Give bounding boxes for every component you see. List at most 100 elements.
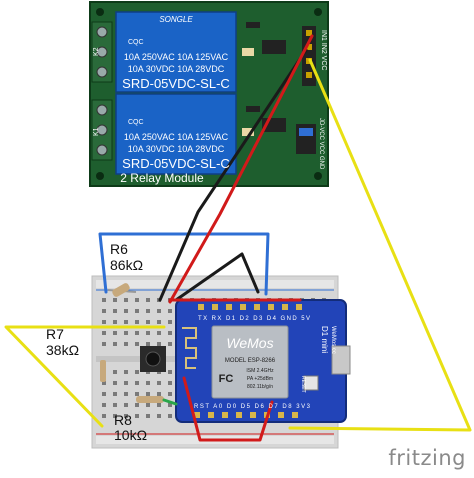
resistor-r7 (100, 360, 106, 382)
wires (4, 34, 472, 442)
breadboard-hole (124, 370, 128, 374)
wemos-module-spec3: 802.11b/g/n (247, 384, 273, 390)
wemos-pin[interactable] (278, 412, 284, 418)
breadboard-hole (135, 403, 139, 407)
breadboard-hole (124, 342, 128, 346)
breadboard-hole (124, 403, 128, 407)
wemos-module-spec1: ISM 2.4GHz (246, 368, 274, 374)
r8-name-label: R8 (114, 412, 132, 428)
breadboard-hole (146, 331, 150, 335)
breadboard-hole (146, 392, 150, 396)
breadboard-hole (135, 370, 139, 374)
breadboard-hole (157, 331, 161, 335)
wire-green-short (162, 398, 178, 406)
r7-value-label: 38kΩ (46, 342, 80, 358)
wire-black-gnd (158, 48, 308, 302)
breadboard-hole (102, 320, 106, 324)
breadboard-hole (124, 320, 128, 324)
transistor (242, 48, 254, 56)
breadboard-hole (146, 298, 150, 302)
breadboard-hole (102, 403, 106, 407)
wire-red-signal (168, 34, 314, 304)
push-button[interactable] (140, 346, 166, 372)
breadboard-hole (124, 414, 128, 418)
relay-model: SRD-05VDC-SL-C (122, 76, 230, 91)
relay-jumper-pins-label: JD-VCC VCC GND (318, 118, 324, 170)
optocoupler (262, 40, 286, 54)
screw-terminal-k2 (91, 21, 113, 83)
wemos-pin[interactable] (212, 304, 218, 310)
resistor-r6 (107, 283, 137, 297)
breadboard-hole (113, 403, 117, 407)
wire-yellow-vcc (288, 58, 472, 432)
breadboard-hole (113, 331, 117, 335)
fritzing-watermark: fritzing (388, 446, 466, 470)
r7-name-label: R7 (46, 326, 64, 342)
wemos-bottom-pins-label: RST A0 D0 D5 D6 D7 D8 3V3 (194, 404, 311, 410)
relay-k1 (115, 93, 237, 175)
breadboard-hole (168, 309, 172, 313)
r8-value-label: 10kΩ (114, 427, 148, 443)
wemos-module-model: MODEL ESP-8266 (225, 358, 276, 364)
wemos-pin[interactable] (208, 412, 214, 418)
breadboard-hole (113, 381, 117, 385)
breadboard-hole (146, 414, 150, 418)
breadboard-hole (113, 414, 117, 418)
diode (246, 106, 260, 112)
wemos-pin[interactable] (226, 304, 232, 310)
breadboard-hole (157, 320, 161, 324)
breadboard-hole (113, 309, 117, 313)
breadboard-hole (124, 381, 128, 385)
wemos-pin[interactable] (236, 412, 242, 418)
wire-black-loop (174, 252, 260, 302)
wemos-pin[interactable] (296, 304, 302, 310)
breadboard-hole (124, 392, 128, 396)
relay-ratings-line2: 10A 30VDC 10A 28VDC (128, 64, 225, 74)
r6-value-label: 86kΩ (110, 257, 144, 273)
breadboard-hole (146, 381, 150, 385)
breadboard-hole (146, 320, 150, 324)
breadboard-hole (102, 381, 106, 385)
resistor-r8 (136, 396, 164, 403)
breadboard-hole (135, 342, 139, 346)
relay-k1-text: CQC 10A 250VAC 10A 125VAC 10A 30VDC 10A … (122, 119, 230, 171)
breadboard-hole (102, 342, 106, 346)
wemos-pin[interactable] (222, 412, 228, 418)
wemos-module-spec2: PA +25dBm (247, 376, 273, 382)
relay-model: SRD-05VDC-SL-C (122, 156, 230, 171)
breadboard-hole (113, 392, 117, 396)
mount-hole (314, 8, 322, 16)
relay-header-pins-label: IN1 IN2 VCC (320, 30, 327, 70)
breadboard-hole (113, 342, 117, 346)
wemos-pin[interactable] (194, 412, 200, 418)
wemos-pin[interactable] (250, 412, 256, 418)
breadboard-hole (157, 381, 161, 385)
breadboard-hole (102, 309, 106, 313)
diode (246, 22, 260, 28)
wemos-pin[interactable] (268, 304, 274, 310)
relay-ratings-line1: 10A 250VAC 10A 125VAC (124, 52, 229, 62)
channel-label-k1: K1 (93, 127, 100, 136)
reset-button[interactable] (303, 375, 319, 391)
breadboard-hole (135, 392, 139, 396)
wemos-pin[interactable] (198, 304, 204, 310)
wemos-board-label: D1 mini (320, 326, 329, 353)
relay-jumper-pins (296, 124, 316, 154)
relay-cert: CQC (128, 39, 144, 46)
breadboard-hole (168, 370, 172, 374)
breadboard-hole (135, 331, 139, 335)
breadboard-hole (135, 320, 139, 324)
relay-ratings-line2: 10A 30VDC 10A 28VDC (128, 144, 225, 154)
breadboard-hole (157, 309, 161, 313)
wemos-pin[interactable] (254, 304, 260, 310)
breadboard-hole (157, 342, 161, 346)
mount-hole (314, 172, 322, 180)
wemos-pin[interactable] (240, 304, 246, 310)
breadboard-hole (124, 309, 128, 313)
esp-module (211, 325, 289, 399)
wemos-pin[interactable] (292, 412, 298, 418)
wemos-pin[interactable] (282, 304, 288, 310)
wemos-d1-mini (175, 299, 351, 423)
wemos-site-label: WeMos.cc (330, 326, 336, 354)
